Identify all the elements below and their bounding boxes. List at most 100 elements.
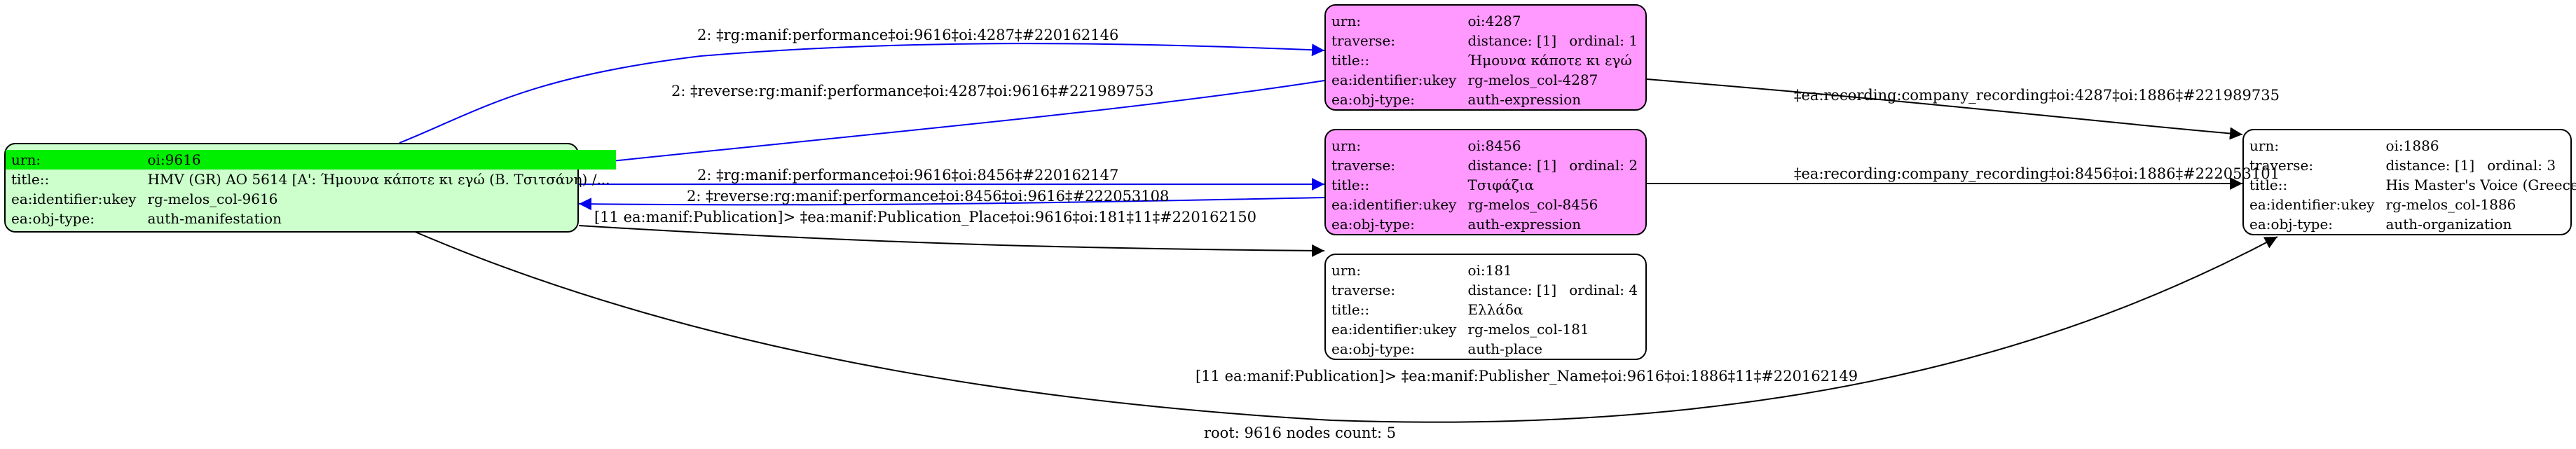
node-oi-1886[interactable]: urn: oi:1886 traverse: distance: [1] ordina… — [2242, 129, 2576, 235]
edge-label-performance-9616-4287: 2: ‡rg:manif:performance‡oi:9616‡oi:4287… — [697, 27, 1119, 43]
node-row-type: ea:obj-type: auth-place — [1326, 339, 1643, 359]
row-key: ea:identifier:ukey — [1331, 196, 1457, 213]
traverse-distance: distance: [1] — [1467, 32, 1557, 49]
node-oi-8456[interactable]: urn: oi:8456 traverse: distance: [1] ordina… — [1324, 129, 1647, 235]
node-row-ukey: ea:identifier:ukey rg-melos_col-8456 — [1326, 195, 1643, 214]
row-value: distance: [1] ordinal: 4 — [1462, 280, 1643, 300]
row-key: urn: — [2249, 137, 2280, 154]
traverse-distance: distance: [1] — [2385, 157, 2475, 174]
row-value: oi:181 — [1467, 262, 1512, 279]
row-key: title:: — [11, 171, 50, 188]
row-value: rg-melos_col-181 — [1467, 321, 1589, 338]
row-key: urn: — [1331, 137, 1362, 154]
edge-label-reverse-performance-8456-9616: 2: ‡reverse:rg:manif:performance‡oi:8456… — [687, 188, 1170, 205]
node-row-type: ea:obj-type: auth-manifestation — [6, 209, 616, 228]
node-oi-4287-table: urn:oi:4287 traverse:distance: [1]ordina… — [1326, 11, 1643, 109]
node-oi-181[interactable]: urn:oi:181 traverse:distance: [1]ordinal… — [1324, 254, 1647, 360]
row-value: oi:1886 — [2385, 137, 2439, 154]
graph-footer: root: 9616 nodes count: 5 — [1204, 424, 1397, 441]
row-value: auth-organization — [2385, 216, 2512, 233]
traverse-distance: distance: [1] — [1467, 157, 1557, 174]
node-row-title: title::Τσιφάζια — [1326, 175, 1643, 195]
edge-label-company-recording-4287-1886: ‡ea:recording:company_recording‡oi:4287‡… — [1794, 87, 2280, 104]
node-oi-181-table: urn:oi:181 traverse:distance: [1]ordinal… — [1326, 261, 1643, 359]
node-row-urn: urn: oi:181 — [1326, 261, 1643, 280]
row-key: ea:obj-type: — [1331, 91, 1416, 108]
row-key: ea:obj-type: — [1331, 216, 1416, 233]
traverse-ordinal: ordinal: 3 — [2487, 157, 2556, 174]
row-value: distance: [1] ordinal: 1 — [1462, 31, 1643, 50]
row-value: rg-melos_col-1886 — [2385, 196, 2516, 213]
row-value: oi:9616 — [142, 150, 616, 170]
row-value: oi:4287 — [1467, 13, 1521, 29]
node-oi-4287[interactable]: urn:oi:4287 traverse:distance: [1]ordina… — [1324, 4, 1647, 111]
row-key: ea:obj-type: — [1331, 340, 1416, 357]
row-value: Ελλάδα — [1467, 301, 1523, 318]
row-key: ea:identifier:ukey — [2249, 196, 2375, 213]
node-row-type: ea:obj-type: auth-organization — [2244, 214, 2576, 234]
node-row-urn: urn: oi:9616 — [6, 150, 616, 170]
node-oi-8456-table: urn: oi:8456 traverse: distance: [1] ordina… — [1326, 136, 1643, 234]
row-key: ea:identifier:ukey — [1331, 71, 1457, 88]
row-key: ea:obj-type: — [11, 210, 95, 227]
edge-label-reverse-performance-4287-9616: 2: ‡reverse:rg:manif:performance‡oi:4287… — [671, 83, 1154, 99]
row-key: traverse: — [2249, 157, 2314, 174]
traverse-distance: distance: [1] — [1467, 282, 1557, 298]
traverse-ordinal: ordinal: 1 — [1569, 32, 1638, 49]
row-value: Ήμουνα κάποτε κι εγώ — [1467, 52, 1632, 69]
node-row-urn: urn: oi:8456 — [1326, 136, 1643, 156]
node-row-urn: urn: oi:4287 — [1326, 11, 1643, 31]
edge-reverse-performance-4287-9616 — [578, 80, 1325, 170]
row-value: distance: [1] ordinal: 3 — [2380, 156, 2576, 175]
row-value: auth-expression — [1467, 91, 1582, 108]
edge-label-company-recording-8456-1886: ‡ea:recording:company_recording‡oi:8456‡… — [1794, 165, 2280, 182]
row-key: urn: — [6, 150, 142, 170]
node-oi-9616[interactable]: urn: oi:9616 title:: HMV (GR) AO 5614 [A… — [4, 143, 616, 233]
node-oi-1886-table: urn: oi:1886 traverse: distance: [1] ordina… — [2244, 136, 2576, 234]
row-key: ea:obj-type: — [2249, 216, 2334, 233]
row-key: title:: — [1331, 301, 1370, 318]
edge-label-performance-9616-8456: 2: ‡rg:manif:performance‡oi:9616‡oi:8456… — [697, 167, 1119, 184]
node-row-ukey: ea:identifier:ukey rg-melos_col-4287 — [1326, 70, 1643, 90]
node-row-type: ea:obj-type: auth-expression — [1326, 214, 1643, 234]
row-value: oi:8456 — [1467, 137, 1521, 154]
row-value: auth-place — [1467, 340, 1543, 357]
row-value: rg-melos_col-9616 — [147, 191, 278, 207]
row-key: title:: — [1331, 52, 1370, 69]
edge-publication-place-9616-181 — [578, 225, 1325, 257]
row-value: rg-melos_col-8456 — [1467, 196, 1598, 213]
node-row-title: title::Ήμουνα κάποτε κι εγώ — [1326, 50, 1643, 70]
node-oi-9616-table: urn: oi:9616 title:: HMV (GR) AO 5614 [A… — [6, 150, 616, 228]
row-value: auth-manifestation — [147, 210, 282, 227]
node-row-ukey: ea:identifier:ukey rg-melos_col-9616 — [6, 189, 616, 209]
row-value: HMV (GR) AO 5614 [A': Ήμουνα κάποτε κι ε… — [147, 171, 610, 188]
node-row-ukey: ea:identifier:ukey rg-melos_col-1886 — [2244, 195, 2576, 214]
row-value: rg-melos_col-4287 — [1467, 71, 1598, 88]
row-key: urn: — [1331, 13, 1362, 29]
edge-publisher-name-9616-1886 — [413, 230, 2278, 423]
row-key: traverse: — [1331, 157, 1396, 174]
node-row-urn: urn: oi:1886 — [2244, 136, 2576, 156]
traverse-ordinal: ordinal: 4 — [1569, 282, 1638, 298]
node-row-title: title::His Master's Voice (Greece) — [2244, 175, 2576, 195]
row-value: His Master's Voice (Greece) — [2385, 177, 2576, 193]
edge-label-publisher-name-9616-1886: [11 ea:manif:Publication]> ‡ea:manif:Pub… — [1195, 368, 1858, 385]
edge-label-publication-place-9616-181: [11 ea:manif:Publication]> ‡ea:manif:Pub… — [594, 209, 1256, 226]
row-key: ea:identifier:ukey — [1331, 321, 1457, 338]
row-key: ea:identifier:ukey — [11, 191, 137, 207]
node-row-ukey: ea:identifier:ukey rg-melos_col-181 — [1326, 319, 1643, 339]
node-row-traverse: traverse: distance: [1] ordinal: 2 — [1326, 156, 1643, 175]
node-row-traverse: traverse: distance: [1] ordinal: 3 — [2244, 156, 2576, 175]
edge-company-recording-4287-1886 — [1646, 78, 2243, 140]
node-row-type: ea:obj-type: auth-expression — [1326, 90, 1643, 109]
node-row-traverse: traverse:distance: [1]ordinal: 4 — [1326, 280, 1643, 300]
row-value: Τσιφάζια — [1467, 177, 1534, 193]
node-row-title: title::Ελλάδα — [1326, 300, 1643, 319]
row-key: title:: — [2249, 177, 2288, 193]
traverse-ordinal: ordinal: 2 — [1569, 157, 1638, 174]
node-row-title: title:: HMV (GR) AO 5614 [A': Ήμουνα κάπ… — [6, 170, 616, 189]
row-key: urn: — [1331, 262, 1362, 279]
edge-performance-9616-4287 — [399, 43, 1325, 144]
row-value: auth-expression — [1467, 216, 1582, 233]
